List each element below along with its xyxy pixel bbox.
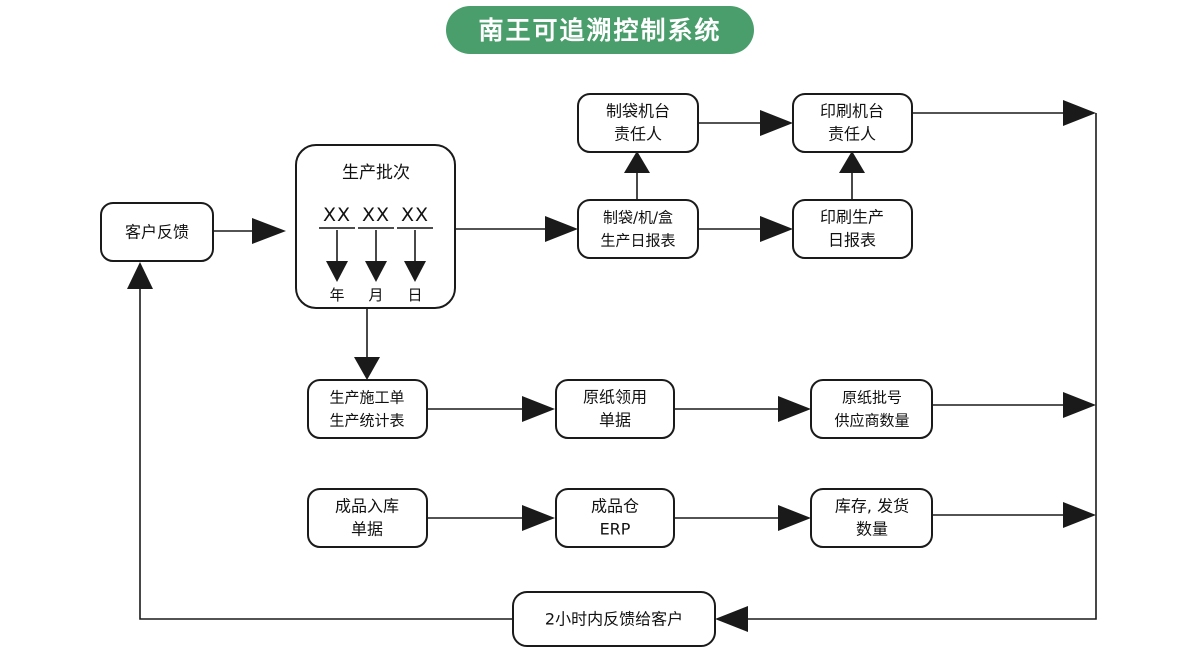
edge-paper-batch-to-bus bbox=[932, 392, 1096, 418]
node-print-daily-report-line1: 印刷生产 bbox=[820, 208, 884, 227]
batch-unit-year: 年 bbox=[329, 286, 344, 304]
edge-customer-feedback-to-batch bbox=[213, 218, 286, 244]
node-paper-requisition-line2: 单据 bbox=[599, 411, 631, 430]
edge-print-report-to-print-owner bbox=[839, 151, 865, 206]
edge-bag-report-to-print-report bbox=[698, 216, 793, 242]
edge-batch-to-bag-daily-report bbox=[455, 216, 578, 242]
node-finished-goods-inbound-line1: 成品入库 bbox=[335, 497, 399, 516]
edge-warehouse-to-stock bbox=[674, 505, 811, 531]
diagram-title-pill: 南王可追溯控制系统 bbox=[446, 6, 754, 54]
node-finished-goods-inbound[interactable]: 成品入库 单据 bbox=[307, 488, 428, 548]
edge-worksheet-to-paper-requisition bbox=[427, 396, 555, 422]
edge-stock-to-bus bbox=[932, 502, 1096, 528]
node-two-hour-feedback-label: 2小时内反馈给客户 bbox=[545, 610, 683, 629]
node-bag-daily-report[interactable]: 制袋/机/盒 生产日报表 bbox=[577, 199, 699, 259]
node-bag-machine-owner-line2: 责任人 bbox=[614, 125, 662, 144]
edge-bag-report-to-bag-owner bbox=[624, 151, 650, 206]
edge-paper-requisition-to-paper-batch bbox=[674, 396, 811, 422]
node-paper-batch-supplier[interactable]: 原纸批号 供应商数量 bbox=[810, 379, 933, 439]
node-customer-feedback-label: 客户反馈 bbox=[125, 223, 189, 242]
node-print-machine-owner-line2: 责任人 bbox=[828, 125, 876, 144]
node-paper-batch-supplier-line1: 原纸批号 bbox=[842, 389, 902, 407]
node-finished-goods-warehouse-line1: 成品仓 bbox=[591, 497, 639, 516]
node-production-worksheet-line2: 生产统计表 bbox=[329, 412, 404, 430]
node-production-worksheet[interactable]: 生产施工单 生产统计表 bbox=[307, 379, 428, 439]
node-stock-shipment[interactable]: 库存, 发货 数量 bbox=[810, 488, 933, 548]
node-production-batch-title: 生产批次 bbox=[342, 163, 410, 183]
batch-arrow-month bbox=[365, 230, 387, 282]
node-bag-machine-owner[interactable]: 制袋机台 责任人 bbox=[577, 93, 699, 153]
node-finished-goods-inbound-line2: 单据 bbox=[351, 520, 383, 539]
batch-unit-day: 日 bbox=[407, 286, 422, 304]
node-finished-goods-warehouse-line2: ERP bbox=[600, 520, 631, 539]
node-print-daily-report-line2: 日报表 bbox=[828, 231, 876, 250]
batch-arrow-year bbox=[326, 230, 348, 282]
node-production-worksheet-line1: 生产施工单 bbox=[329, 389, 404, 407]
node-bag-daily-report-line2: 生产日报表 bbox=[600, 232, 675, 250]
node-customer-feedback[interactable]: 客户反馈 bbox=[100, 202, 214, 262]
edge-two-hour-feedback-to-customer bbox=[127, 262, 513, 620]
edge-print-owner-to-bus bbox=[912, 100, 1096, 126]
node-bag-machine-owner-line1: 制袋机台 bbox=[606, 102, 670, 121]
page-title: 南王可追溯控制系统 bbox=[478, 15, 722, 45]
edge-right-bus-to-two-hour-feedback bbox=[715, 113, 1097, 632]
batch-unit-month: 月 bbox=[368, 286, 383, 304]
node-finished-goods-warehouse[interactable]: 成品仓 ERP bbox=[555, 488, 675, 548]
node-bag-daily-report-line1: 制袋/机/盒 bbox=[603, 209, 673, 227]
node-print-machine-owner[interactable]: 印刷机台 责任人 bbox=[792, 93, 913, 153]
node-paper-requisition[interactable]: 原纸领用 单据 bbox=[555, 379, 675, 439]
batch-arrow-day bbox=[404, 230, 426, 282]
batch-code-1: XX bbox=[323, 204, 351, 226]
node-paper-requisition-line1: 原纸领用 bbox=[583, 388, 647, 407]
node-production-batch[interactable]: 生产批次 XX XX XX 年 月 日 bbox=[295, 144, 456, 309]
node-paper-batch-supplier-line2: 供应商数量 bbox=[834, 412, 909, 430]
node-stock-shipment-line1: 库存, 发货 bbox=[835, 497, 909, 516]
node-two-hour-feedback[interactable]: 2小时内反馈给客户 bbox=[512, 591, 716, 647]
edge-bag-owner-to-print-owner bbox=[698, 110, 793, 136]
edge-inbound-to-warehouse bbox=[427, 505, 555, 531]
node-stock-shipment-line2: 数量 bbox=[856, 520, 888, 539]
edge-batch-to-worksheet bbox=[354, 308, 380, 380]
node-print-machine-owner-line1: 印刷机台 bbox=[820, 102, 884, 121]
batch-code-2: XX bbox=[362, 204, 390, 226]
node-print-daily-report[interactable]: 印刷生产 日报表 bbox=[792, 199, 913, 259]
batch-code-3: XX bbox=[401, 204, 429, 226]
